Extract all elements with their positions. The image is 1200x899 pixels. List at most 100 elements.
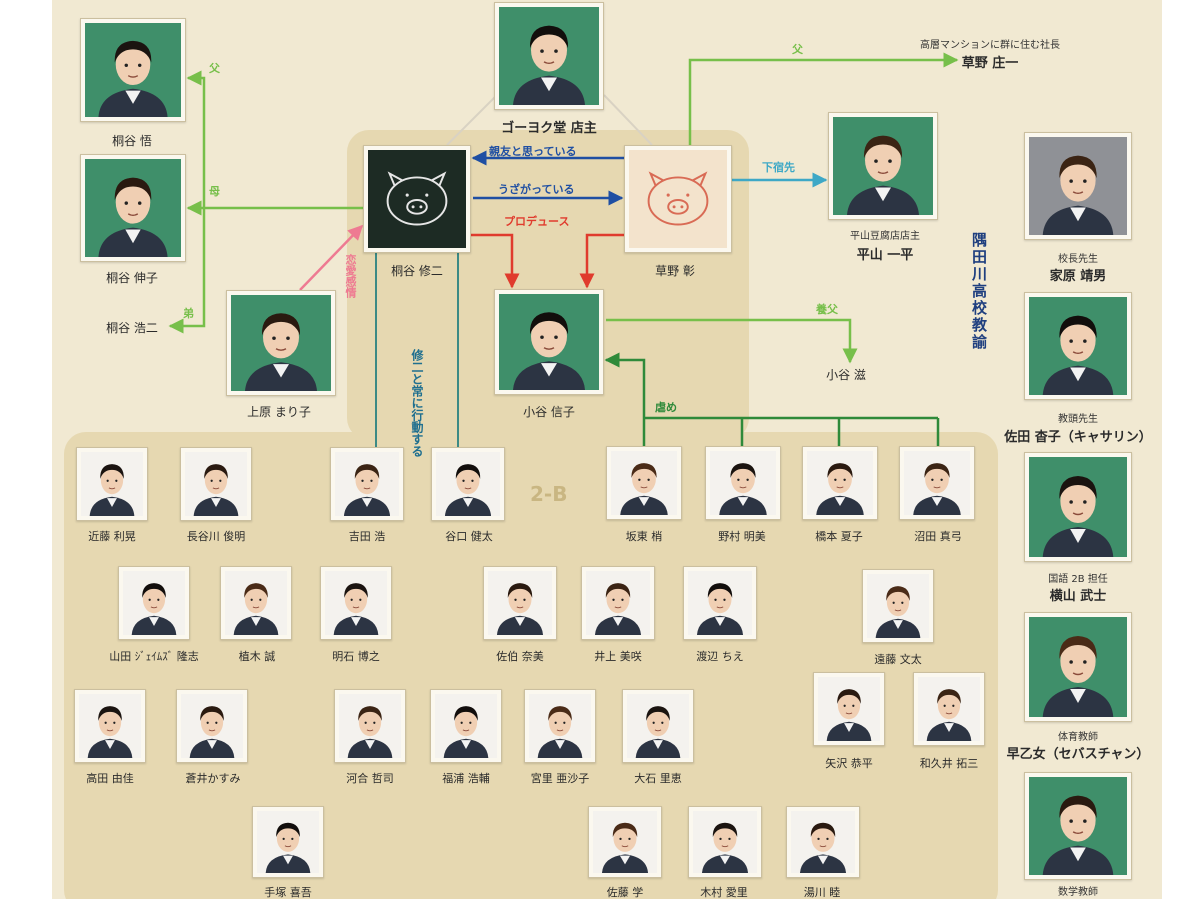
- student-photo-saeki: [483, 566, 557, 640]
- name-kiritani-satoru: 桐谷 悟: [112, 132, 152, 149]
- student-name: 橋本 夏子: [815, 528, 863, 544]
- photo-kiritani-satoru: [80, 18, 186, 122]
- student-photo-yazawa: [813, 672, 885, 746]
- rel-brother: 弟: [183, 305, 194, 321]
- student-photo-sato: [588, 806, 662, 878]
- rel-father-top: 父: [792, 41, 803, 57]
- student-photo-taniguchi: [431, 447, 505, 521]
- student-photo-ueki: [220, 566, 292, 640]
- name-kiritani-koji: 桐谷 浩二: [106, 319, 158, 336]
- student-photo-takada: [74, 689, 146, 763]
- student-name: 長谷川 俊明: [187, 528, 246, 544]
- arrow-produce-left: [471, 235, 512, 287]
- name-kahara: 家原 靖男: [1050, 265, 1107, 284]
- role-kahara: 校長先生: [1058, 250, 1098, 265]
- rel-uzagatte: うざがっている: [498, 181, 574, 197]
- label-class-2b: 2-B: [530, 482, 567, 506]
- student-photo-hashimoto: [802, 446, 878, 520]
- photo-sada: [1024, 292, 1132, 400]
- photo-kusano-akira: [624, 145, 732, 253]
- photo-saotome: [1024, 612, 1132, 722]
- student-name: 谷口 健太: [445, 528, 493, 544]
- name-goyoku-owner: ゴーヨク堂 店主: [501, 117, 597, 136]
- rel-ijime: 虐め: [655, 399, 677, 415]
- student-name: 野村 明美: [718, 528, 766, 544]
- line-owner-right: [604, 95, 652, 145]
- rel-father-left: 父: [209, 60, 220, 76]
- line-owner-left: [447, 95, 497, 145]
- student-name: 山田 ｼﾞｪｲﾑｽﾞ 隆志: [109, 648, 199, 664]
- label-faculty: 隅田川高校教諭: [969, 232, 990, 351]
- role-yokoyama: 国語 2B 担任: [1048, 570, 1108, 585]
- student-name: 大石 里恵: [634, 770, 682, 786]
- student-photo-akashi: [320, 566, 392, 640]
- student-photo-endo: [862, 569, 934, 643]
- student-photo-wakui: [913, 672, 985, 746]
- photo-kotani-nobuko: [494, 289, 604, 395]
- student-photo-watanabe: [683, 566, 757, 640]
- name-kiritani-nobuko: 桐谷 伸子: [106, 269, 158, 286]
- rel-renai: 恋愛感情: [342, 254, 358, 298]
- student-name: 沼田 真弓: [914, 528, 962, 544]
- student-name: 蒼井かすみ: [186, 770, 241, 786]
- photo-kiritani-nobuko: [80, 154, 186, 262]
- student-name: 明石 博之: [332, 648, 380, 664]
- student-photo-yamada: [118, 566, 190, 640]
- student-name: 吉田 浩: [349, 528, 386, 544]
- photo-kiritani-shuji: [363, 145, 471, 253]
- arrow-gifu: [606, 320, 850, 362]
- rel-mother: 母: [209, 183, 220, 199]
- student-photo-aoi: [176, 689, 248, 763]
- student-name: 坂東 梢: [626, 528, 663, 544]
- student-photo-numata: [899, 446, 975, 520]
- student-name: 佐藤 学: [607, 884, 644, 899]
- name-yokoyama: 横山 武士: [1050, 585, 1107, 604]
- student-photo-kimura: [688, 806, 762, 878]
- student-name: 矢沢 恭平: [825, 755, 873, 771]
- rel-geshuku: 下宿先: [762, 159, 795, 175]
- student-photo-oishi: [622, 689, 694, 763]
- name-uehara: 上原 まり子: [247, 403, 311, 420]
- student-photo-hasegawa: [180, 447, 252, 521]
- student-name: 宮里 亜沙子: [531, 770, 590, 786]
- name-kiritani-shuji: 桐谷 修二: [391, 262, 443, 279]
- student-photo-tezuka: [252, 806, 324, 878]
- arrow-produce-right: [587, 235, 624, 287]
- student-name: 木村 愛里: [700, 884, 748, 899]
- name-kotani-shigeru: 小谷 滋: [826, 366, 866, 383]
- student-name: 福浦 浩輔: [442, 770, 490, 786]
- name-hirayama: 平山 一平: [857, 244, 914, 263]
- role-kusano-shoichi: 高層マンションに群に住む社長: [920, 36, 1060, 51]
- rel-gifu: 養父: [816, 301, 838, 317]
- student-name: 河合 哲司: [346, 770, 394, 786]
- student-photo-kondo: [76, 447, 148, 521]
- photo-kahara: [1024, 132, 1132, 240]
- student-name: 手塚 喜吾: [264, 884, 312, 899]
- role-saotome: 体育教師: [1058, 728, 1098, 743]
- photo-hirayama: [828, 112, 938, 220]
- role-sada: 教頭先生: [1058, 410, 1098, 425]
- rel-shinyu: 親友と思っている: [489, 143, 576, 159]
- photo-yokoyama: [1024, 452, 1132, 562]
- photo-uehara: [226, 290, 336, 396]
- rel-produce: プロデュース: [504, 213, 569, 229]
- student-name: 植木 誠: [239, 648, 276, 664]
- student-name: 近藤 利晃: [88, 528, 136, 544]
- role-math-teacher: 数学教師: [1058, 883, 1098, 898]
- student-photo-yoshida: [330, 447, 404, 521]
- name-sada: 佐田 杳子（キャサリン）: [1004, 426, 1152, 445]
- name-kusano-akira: 草野 彰: [655, 262, 695, 279]
- rel-always: 修二と常に行動する: [409, 349, 426, 457]
- student-photo-yukawa: [786, 806, 860, 878]
- relationship-chart: 2-B 隅田川高校教諭 父 父 母 弟 親友と思っている うざがっている プロデ…: [52, 0, 1162, 899]
- student-name: 和久井 拓三: [920, 755, 979, 771]
- photo-goyoku-owner: [494, 2, 604, 110]
- student-photo-nomura: [705, 446, 781, 520]
- student-name: 高田 由佳: [86, 770, 134, 786]
- student-photo-fukuura: [430, 689, 502, 763]
- student-name: 遠藤 文太: [874, 651, 922, 667]
- student-name: 佐伯 奈美: [496, 648, 544, 664]
- student-name: 井上 美咲: [594, 648, 642, 664]
- photo-math-teacher: [1024, 772, 1132, 880]
- name-saotome: 早乙女（セバスチャン）: [1007, 743, 1150, 762]
